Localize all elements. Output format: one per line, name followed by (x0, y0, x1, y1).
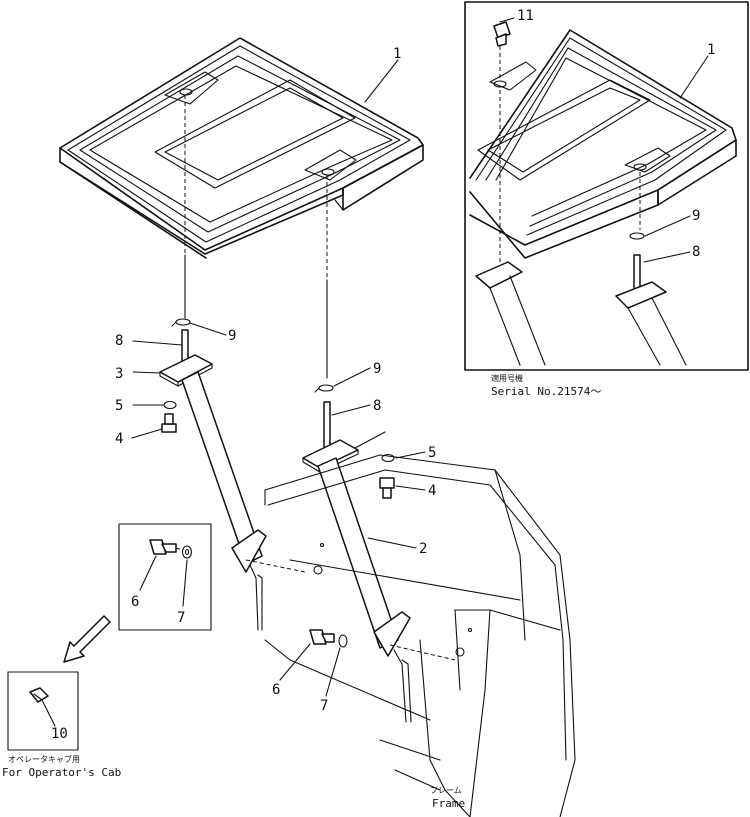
callout-6-box: 6 (131, 594, 139, 610)
frame-note-en: Frame (432, 797, 465, 810)
cab-note-en: For Operator's Cab (2, 766, 121, 779)
callout-7-box: 7 (177, 610, 185, 626)
right-stay-assembly (302, 401, 456, 723)
bolt-4-left (161, 413, 177, 433)
left-stay-assembly (159, 329, 306, 631)
callout-8-inset: 8 (692, 244, 700, 260)
callout-7-main: 7 (320, 698, 328, 714)
callout-3: 3 (115, 366, 123, 382)
callout-1-inset: 1 (707, 42, 715, 58)
callout-9-right: 9 (373, 361, 381, 377)
washer-9-left (171, 318, 191, 327)
callout-4-left: 4 (115, 431, 123, 447)
detail-box-bolt-washer (118, 523, 212, 631)
callout-9-left: 9 (228, 328, 236, 344)
serial-note-jp: 適用号機 (491, 373, 523, 383)
bolt-4-right (379, 477, 395, 499)
direction-arrow (63, 615, 111, 663)
detail-box-part-10 (7, 671, 79, 751)
callout-9-inset: 9 (692, 208, 700, 224)
callout-6-main: 6 (272, 682, 280, 698)
lockwasher-5-right (381, 453, 395, 463)
callout-8-left: 8 (115, 333, 123, 349)
frame-body (264, 454, 576, 817)
canopy-roof-main (59, 37, 424, 259)
bolt-6-main (309, 629, 335, 645)
callout-10: 10 (51, 726, 68, 742)
callout-1-main: 1 (393, 46, 401, 62)
washer-9-right (314, 384, 334, 393)
lockwasher-5-left (163, 400, 177, 410)
cab-note-jp: オペレータキャブ用 (8, 754, 80, 764)
callout-5-right: 5 (428, 445, 436, 461)
inset-box (464, 1, 749, 371)
callout-4-right: 4 (428, 483, 436, 499)
callout-5-left: 5 (115, 398, 123, 414)
frame-note-jp: フレーム (430, 786, 462, 795)
leader-lines (41, 17, 709, 727)
callout-8-right: 8 (373, 398, 381, 414)
washer-7-main (338, 634, 348, 648)
callout-2: 2 (419, 541, 427, 557)
callout-11: 11 (517, 8, 534, 24)
serial-note-en: Serial No.21574～ (491, 385, 601, 398)
